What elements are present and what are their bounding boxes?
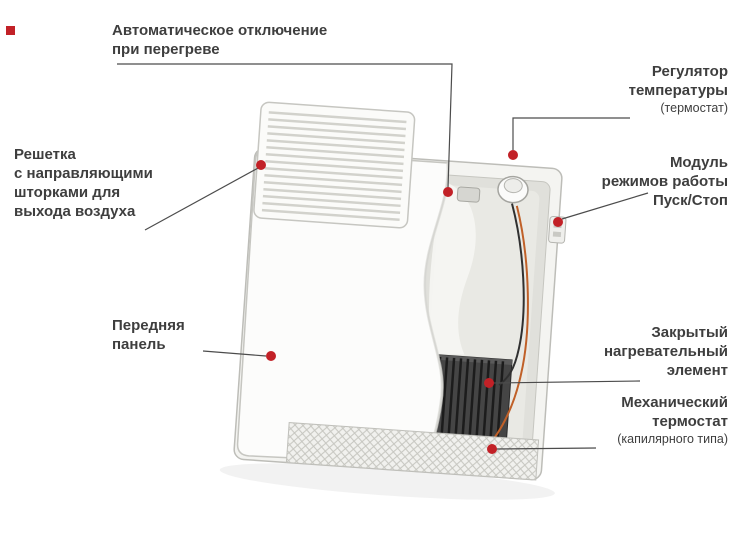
label-line: шторками для: [14, 184, 121, 201]
label-line: Автоматическое отключение: [112, 22, 328, 39]
wire-orange: [480, 205, 529, 453]
thermostat-knob: [497, 175, 529, 204]
bottom-grille: [285, 422, 540, 481]
label-line: температуры: [628, 82, 728, 99]
label-line: (термостат): [660, 101, 728, 115]
label-line: Передняя: [112, 317, 185, 334]
label-line: нагревательный: [603, 343, 728, 360]
label-regulator: Регулятор температуры (термостат): [629, 62, 728, 117]
heater-shadow: [219, 463, 555, 500]
connector-auto-off: [117, 63, 453, 189]
label-line: Пуск/Стоп: [653, 192, 728, 209]
connector-front-panel: [202, 350, 267, 357]
wire-dark: [498, 203, 525, 386]
heater-illustration: [219, 101, 567, 500]
label-module: Модуль режимов работы Пуск/Стоп: [602, 153, 728, 210]
connector-heating-element: [493, 380, 641, 384]
label-line: элемент: [666, 362, 728, 379]
overheat-cutout: [456, 186, 481, 203]
corner-marker: [6, 26, 15, 35]
label-line: Модуль: [669, 154, 728, 171]
label-line: панель: [112, 336, 166, 353]
connector-lines: [117, 63, 649, 450]
label-grille: Решетка с направляющими шторками для вых…: [14, 145, 153, 221]
label-line: выхода воздуха: [14, 203, 136, 220]
label-mech-thermostat: Механический термостат (капилярного типа…: [617, 393, 728, 448]
marker-dot-grille: [256, 160, 266, 170]
marker-dot-heating-element: [484, 378, 494, 388]
marker-dot-module: [553, 217, 563, 227]
connector-module: [561, 192, 649, 220]
label-line: при перегреве: [112, 41, 220, 58]
connector-mech-thermostat: [495, 447, 597, 450]
label-line: Закрытый: [651, 324, 728, 341]
label-line: Решетка: [14, 146, 76, 163]
label-line: режимов работы: [601, 173, 728, 190]
label-line: (капилярного типа): [617, 432, 728, 446]
label-line: термостат: [652, 413, 728, 430]
marker-dot-front-panel: [266, 351, 276, 361]
marker-dot-auto-off: [443, 187, 453, 197]
label-heating-element: Закрытый нагревательный элемент: [604, 323, 728, 380]
front-panel-edge-shade: [423, 162, 450, 465]
label-auto-off: Автоматическое отключение при перегреве: [112, 21, 327, 59]
air-outlet-grille: [253, 101, 416, 229]
marker-dot-mech-thermostat: [487, 444, 497, 454]
connector-regulator: [512, 117, 630, 150]
marker-dots: [6, 26, 563, 454]
label-line: Механический: [621, 394, 728, 411]
label-front-panel: Передняя панель: [112, 316, 185, 354]
connector-grille: [144, 166, 261, 231]
label-line: с направляющими: [14, 165, 153, 182]
marker-dot-regulator: [508, 150, 518, 160]
label-line: Регулятор: [651, 63, 728, 80]
interior-duct: [429, 183, 476, 355]
